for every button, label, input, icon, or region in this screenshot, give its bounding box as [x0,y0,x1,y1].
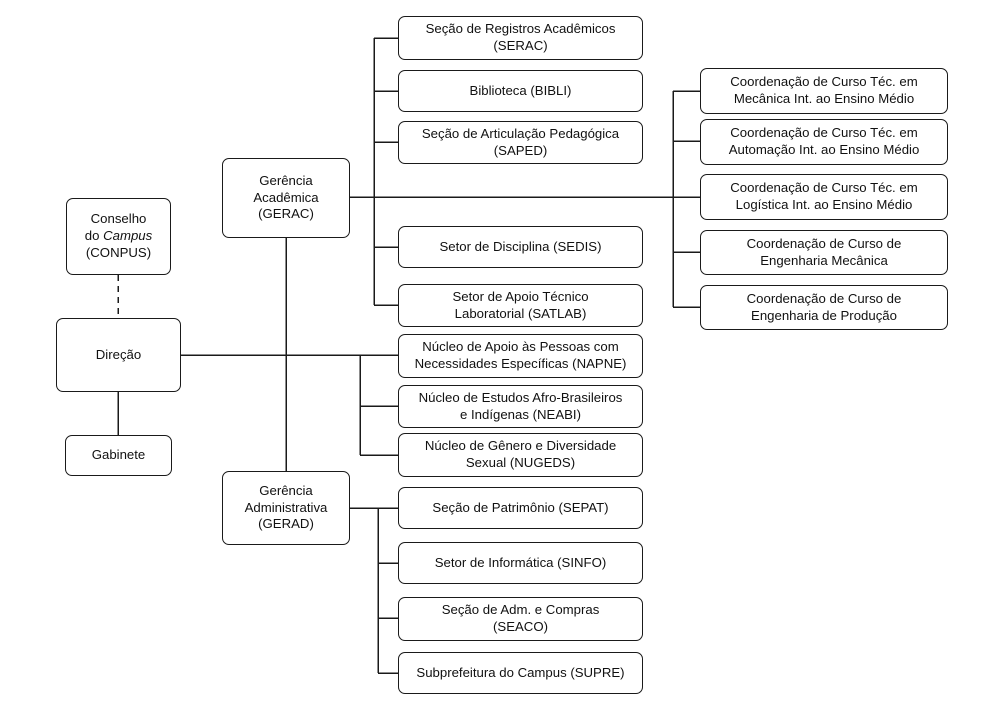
nugeds-line-1: Núcleo de Gênero e Diversidade [424,438,617,454]
node-coord-logistica-tec[interactable]: Coordenação de Curso Téc. em Logística I… [700,174,948,220]
conpus-line-3: (CONPUS) [85,244,152,260]
node-sepat[interactable]: Seção de Patrimônio (SEPAT) [398,487,643,529]
neabi-line-2: e Indígenas (NEABI) [460,406,581,422]
gerad-line-2: Administrativa [244,499,328,515]
gerad-line-3: (GERAD) [258,516,314,532]
coord-eng-producao-line-1: Coordenação de Curso de [746,290,902,306]
conpus-line-2-emphasis: Campus [103,228,153,244]
sepat-line-1: Seção de Patrimônio (SEPAT) [432,499,609,515]
node-saped[interactable]: Seção de Articulação Pedagógica (SAPED) [398,121,643,164]
neabi-line-1: Núcleo de Estudos Afro-Brasileiros [418,389,623,405]
napne-line-2: Necessidades Específicas (NAPNE) [414,356,627,371]
saped-line-1: Seção de Articulação Pedagógica [421,125,620,141]
node-satlab[interactable]: Setor de Apoio Técnico Laboratorial (SAT… [398,284,643,327]
node-nugeds[interactable]: Núcleo de Gênero e Diversidade Sexual (N… [398,433,643,477]
satlab-line-2: Laboratorial (SATLAB) [454,305,587,321]
seaco-line-2: (SEACO) [493,619,548,634]
coord-mecanica-tec-line-1: Coordenação de Curso Téc. em [730,74,918,90]
node-sinfo[interactable]: Setor de Informática (SINFO) [398,542,643,584]
coord-mecanica-tec-line-2: Mecânica Int. ao Ensino Médio [733,91,915,106]
node-conpus[interactable]: Conselho do Campus (CONPUS) [66,198,171,275]
gerac-line-3: (GERAC) [258,206,314,222]
serac-line-1: Seção de Registros Acadêmicos [425,21,616,37]
coord-eng-producao-line-2: Engenharia de Produção [751,307,897,323]
gerac-line-1: Gerência [259,172,313,188]
coord-automacao-tec-line-1: Coordenação de Curso Téc. em [730,125,918,141]
gabinete-label: Gabinete [91,447,146,463]
satlab-line-1: Setor de Apoio Técnico [452,288,589,304]
node-gerad[interactable]: Gerência Administrativa (GERAD) [222,471,350,545]
coord-eng-mecanica-line-1: Coordenação de Curso de [746,235,902,251]
sedis-line-1: Setor de Disciplina (SEDIS) [439,238,602,254]
node-seaco[interactable]: Seção de Adm. e Compras (SEACO) [398,597,643,641]
serac-line-2: (SERAC) [493,38,548,53]
node-bibli[interactable]: Biblioteca (BIBLI) [398,70,643,112]
gerac-line-2: Acadêmica [253,189,319,205]
node-gerac[interactable]: Gerência Acadêmica (GERAC) [222,158,350,238]
conpus-line-2-prefix: do [84,228,104,244]
node-neabi[interactable]: Núcleo de Estudos Afro-Brasileiros e Ind… [398,385,643,428]
node-coord-automacao-tec[interactable]: Coordenação de Curso Téc. em Automação I… [700,119,948,165]
node-serac[interactable]: Seção de Registros Acadêmicos (SERAC) [398,16,643,60]
node-coord-mecanica-tec[interactable]: Coordenação de Curso Téc. em Mecânica In… [700,68,948,114]
supre-line-1: Subprefeitura do Campus (SUPRE) [416,664,625,680]
bibli-line-1: Biblioteca (BIBLI) [469,82,572,98]
sinfo-line-1: Setor de Informática (SINFO) [434,554,607,570]
coord-eng-mecanica-line-2: Engenharia Mecânica [760,252,888,268]
node-napne[interactable]: Núcleo de Apoio às Pessoas com Necessida… [398,334,643,378]
seaco-line-1: Seção de Adm. e Compras [441,602,600,618]
coord-logistica-tec-line-1: Coordenação de Curso Téc. em [730,180,918,196]
node-direcao[interactable]: Direção [56,318,181,392]
nugeds-line-2: Sexual (NUGEDS) [465,455,576,470]
node-coord-eng-mecanica[interactable]: Coordenação de Curso de Engenharia Mecân… [700,230,948,275]
gerad-line-1: Gerência [259,482,313,498]
coord-logistica-tec-line-2: Logística Int. ao Ensino Médio [735,197,913,212]
direcao-label: Direção [95,346,142,362]
conpus-line-1: Conselho [90,211,147,227]
coord-automacao-tec-line-2: Automação Int. ao Ensino Médio [728,142,920,157]
node-sedis[interactable]: Setor de Disciplina (SEDIS) [398,226,643,268]
saped-line-2: (SAPED) [493,142,548,158]
node-supre[interactable]: Subprefeitura do Campus (SUPRE) [398,652,643,694]
node-coord-eng-producao[interactable]: Coordenação de Curso de Engenharia de Pr… [700,285,948,330]
napne-line-1: Núcleo de Apoio às Pessoas com [422,339,619,355]
node-gabinete[interactable]: Gabinete [65,435,172,476]
